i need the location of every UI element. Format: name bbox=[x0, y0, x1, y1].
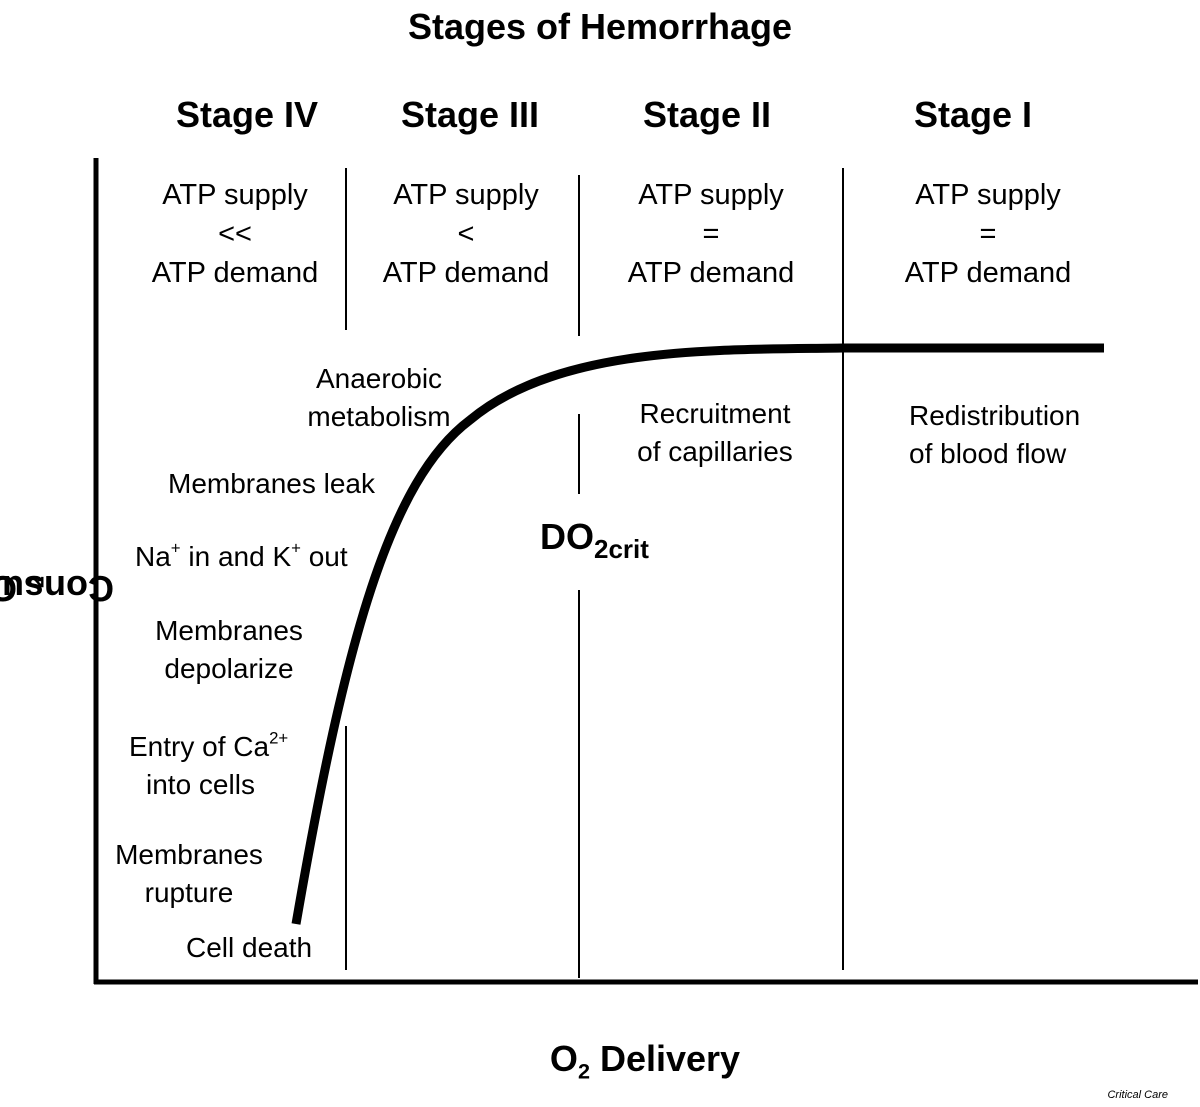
potassium-charge: + bbox=[291, 538, 301, 558]
calcium-text: Entry of Ca bbox=[129, 731, 270, 762]
do2-main: DO bbox=[540, 516, 594, 557]
atp-relation: << bbox=[218, 218, 252, 250]
atp-relation: < bbox=[457, 218, 475, 250]
membranes-depolarize-label: Membranes depolarize bbox=[129, 612, 329, 688]
atp-demand-label: ATP demand bbox=[627, 257, 795, 289]
diagram-title: Stages of Hemorrhage bbox=[407, 6, 793, 47]
x-axis-o: O bbox=[549, 1038, 578, 1079]
sodium-charge: + bbox=[170, 538, 181, 558]
atp-demand-label: ATP demand bbox=[151, 257, 319, 289]
redistribution-of-blood-flow-label: Redistribution of blood flow bbox=[909, 397, 1080, 473]
membranes-line: Membranes bbox=[115, 839, 263, 870]
atp-supply-label: ATP supply bbox=[393, 179, 539, 211]
calcium-entry-label: Entry of Ca2+ into cells bbox=[129, 728, 288, 804]
na-k-middle-text: in and K bbox=[180, 541, 292, 572]
anaerobic-line: Anaerobic bbox=[315, 363, 443, 394]
membranes-line: Membranes bbox=[155, 615, 303, 646]
stage-iii-heading: Stage III bbox=[400, 94, 540, 135]
atp-balance-stage-iii: ATP supply < ATP demand bbox=[346, 176, 586, 293]
into-cells-line: into cells bbox=[146, 769, 255, 800]
calcium-line: Entry of Ca2+ bbox=[129, 728, 288, 766]
x-axis-subscript: 2 bbox=[577, 1058, 590, 1084]
sodium-symbol: Na bbox=[135, 541, 171, 572]
oxygen-consumption-curve bbox=[291, 343, 1104, 925]
metabolism-line: metabolism bbox=[307, 401, 451, 432]
rupture-line: rupture bbox=[144, 877, 234, 908]
capillaries-line: of capillaries bbox=[637, 436, 793, 467]
atp-balance-stage-iv: ATP supply << ATP demand bbox=[115, 176, 355, 293]
atp-balance-stage-ii: ATP supply = ATP demand bbox=[591, 176, 831, 293]
stage-iv-heading: Stage IV bbox=[175, 94, 319, 135]
atp-demand-label: ATP demand bbox=[904, 257, 1072, 289]
membranes-rupture-label: Membranes rupture bbox=[104, 836, 274, 912]
depolarize-line: depolarize bbox=[164, 653, 294, 684]
x-axis-text: Delivery bbox=[589, 1038, 741, 1079]
atp-supply-label: ATP supply bbox=[638, 179, 784, 211]
na-k-exchange-label: Na+ in and K+ out bbox=[135, 538, 348, 576]
blood-flow-line: of blood flow bbox=[909, 438, 1067, 469]
recruitment-line: Recruitment bbox=[639, 398, 791, 429]
cell-death-label: Cell death bbox=[186, 932, 313, 963]
atp-demand-label: ATP demand bbox=[382, 257, 550, 289]
do2-critical-label: DO2crit bbox=[540, 516, 649, 562]
atp-balance-stage-i: ATP supply = ATP demand bbox=[868, 176, 1108, 293]
x-axis-label: O2 Delivery bbox=[0, 1038, 1200, 1082]
stage-ii-heading: Stage II bbox=[642, 94, 772, 135]
na-k-end-text: out bbox=[300, 541, 348, 572]
calcium-charge: 2+ bbox=[269, 728, 289, 748]
anaerobic-metabolism-label: Anaerobic metabolism bbox=[279, 360, 479, 436]
membranes-leak-label: Membranes leak bbox=[168, 468, 375, 499]
atp-supply-label: ATP supply bbox=[162, 179, 308, 211]
redistribution-line: Redistribution bbox=[909, 400, 1081, 431]
y-axis-label-text: O2 Consumption bbox=[0, 568, 114, 609]
source-credit: Critical Care bbox=[1107, 1089, 1168, 1101]
do2-subscript: 2crit bbox=[594, 534, 649, 565]
atp-relation: = bbox=[979, 218, 997, 250]
recruitment-of-capillaries-label: Recruitment of capillaries bbox=[605, 395, 825, 471]
atp-relation: = bbox=[702, 218, 720, 250]
atp-supply-label: ATP supply bbox=[915, 179, 1061, 211]
stage-i-heading: Stage I bbox=[913, 94, 1033, 135]
y-axis-text: Consumption bbox=[0, 568, 114, 610]
